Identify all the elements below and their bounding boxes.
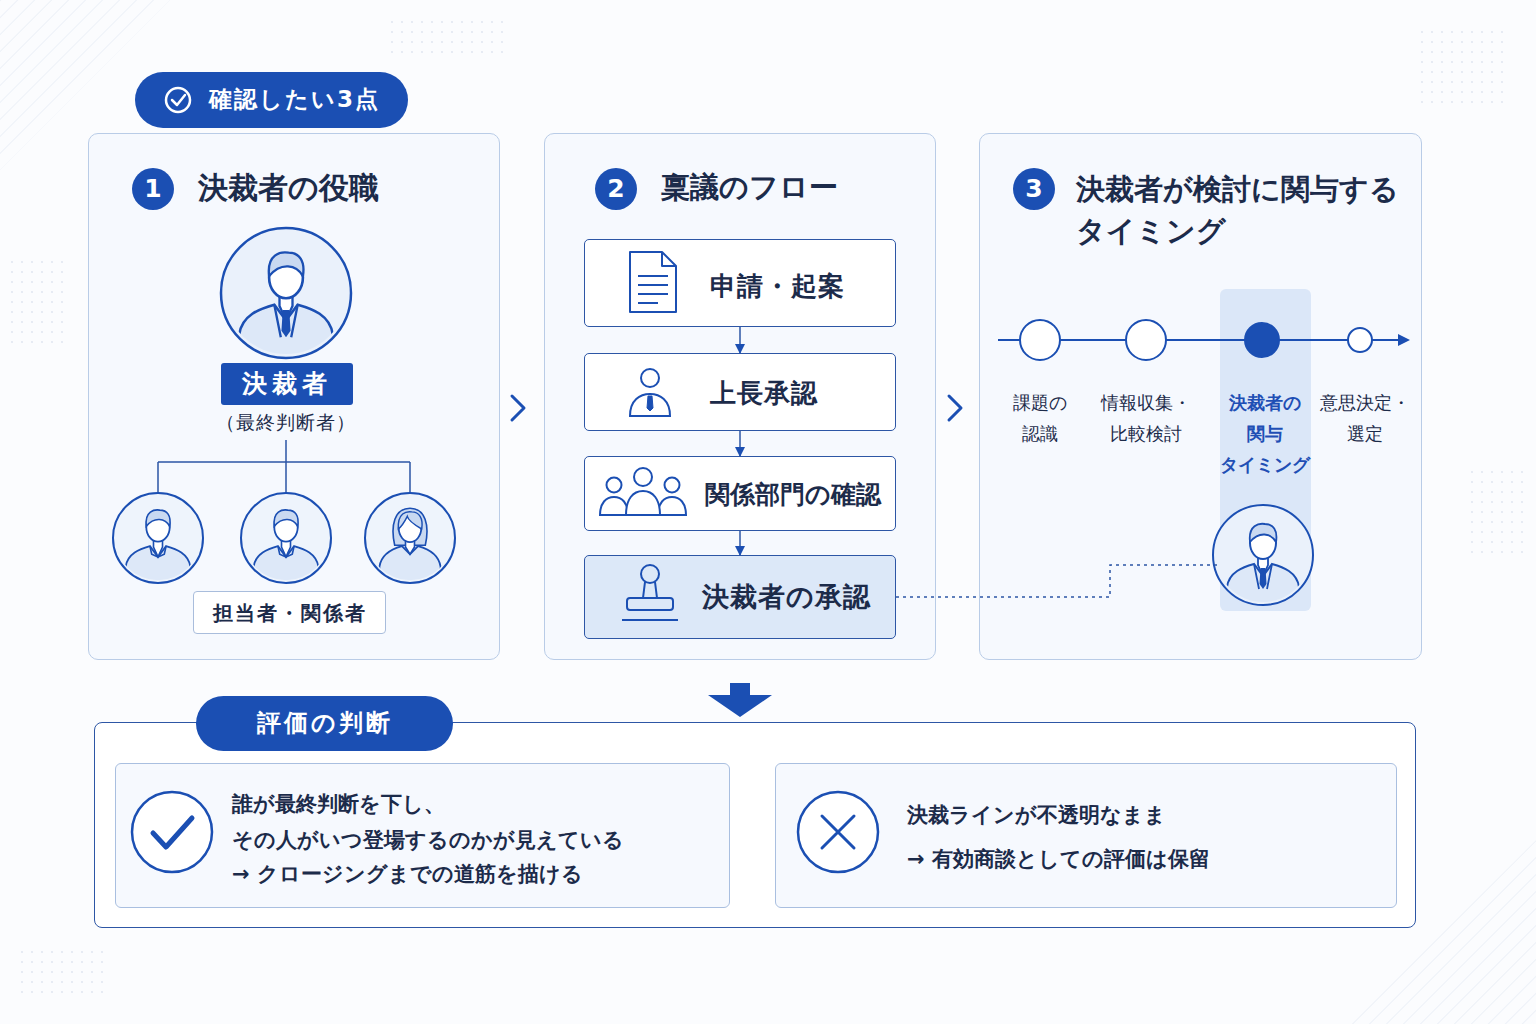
stamp-icon [622,565,678,620]
flow-arrow [739,327,741,353]
cross-circle-icon [798,792,878,872]
dot-grid [8,260,68,350]
pill-heading: 確認したい3点 [209,86,380,114]
timeline-label: 課題の 認識 [1013,387,1067,449]
decision-maker-avatar [1213,505,1313,605]
process-text: 上長承認 [710,378,818,409]
role-text: 担当者・関係者 [213,601,367,625]
process-box: 上長承認 [584,353,896,431]
decision-maker-avatar [221,228,351,358]
timeline-highlight-text: 決裁者の 関与 タイミング [1220,387,1310,480]
department-icon [600,468,686,515]
staff-avatar [241,493,331,583]
check-icon [166,88,190,112]
document-icon [630,252,676,312]
timeline-label: 情報収集・ 比較検討 [1101,387,1191,449]
role-label: 決裁者 [221,363,353,405]
role-text: 決裁者 [242,369,332,399]
panel-title: 決裁者の役職 [198,170,379,206]
section-pill: 確認したい3点 [135,72,408,128]
staff-avatar [365,493,455,583]
process-box: 関係部門の確認 [584,456,896,531]
connector-layer [740,327,1220,597]
dot-grid [1420,30,1510,110]
process-text: 申請・起案 [710,271,845,302]
staff-avatar [113,493,203,583]
step-number: 3 [1013,168,1055,210]
role-caption: （最終判断者） [216,411,356,434]
step-number: 1 [132,168,174,210]
manager-icon [630,369,670,416]
criteria-panel: 決裁者の役職 1 決裁者担当者・関係者 [88,133,500,660]
chevron [512,396,524,420]
step-number: 2 [595,168,637,210]
check-circle-icon [132,792,212,872]
process-box: 決裁者の承認 [584,555,896,639]
down-arrow [708,683,772,717]
dotted-connector [896,565,1220,597]
process-box: 申請・起案 [584,239,896,327]
timeline [998,320,1410,360]
criteria-panel: 稟議のフロー 2 申請・起案上長承認関係部門の確認決裁者の承認 [544,133,936,660]
role-label: 担当者・関係者 [193,591,386,634]
process-text: 決裁者の承認 [702,581,871,613]
timeline-label: 意思決定・ 選定 [1320,387,1410,449]
dot-grid [1470,470,1530,560]
chevron [949,396,961,420]
panel-title: 稟議のフロー [661,170,838,205]
outcome-text: 誰が最終判断を下し、 その人がいつ登場するのかが見えている [232,786,624,858]
org-tree-lines [158,440,410,493]
process-text: 関係部門の確認 [705,480,881,510]
highlight-band: 決裁者の 関与 タイミング [1220,289,1311,611]
outcome-text: 決裁ラインが不透明なまま [907,803,1166,828]
outcome-text: → 有効商談としての評価は保留 [907,847,1210,872]
flow-arrow [739,431,741,456]
step-number-text: 3 [1025,174,1042,204]
flow-arrow [739,531,741,555]
evaluation-panel: 評価の判断誰が最終判断を下し、 その人がいつ登場するのかが見えている→ クロージ… [94,722,1416,928]
step-number-text: 2 [607,174,624,204]
panel-title: 決裁者が検討に関与する タイミング [1076,168,1399,252]
outcome-box: 誰が最終判断を下し、 その人がいつ登場するのかが見えている → クロージングまでの… [115,763,730,908]
dot-grid [390,20,510,60]
dot-grid [20,950,110,1000]
step-number-text: 1 [144,174,161,204]
outcome-text: → クロージングまでの道筋を描ける [232,862,583,887]
outcome-box: 決裁ラインが不透明なまま → 有効商談としての評価は保留 [775,763,1397,908]
pill-heading: 評価の判断 [196,696,453,751]
